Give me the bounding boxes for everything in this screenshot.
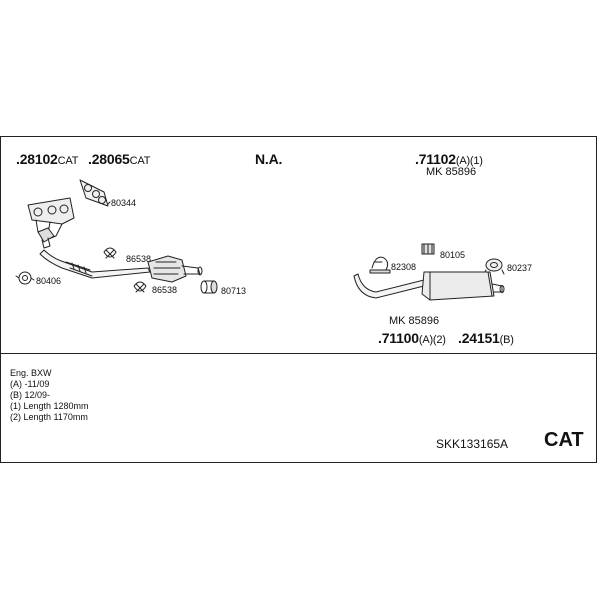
part-number-28065: .28065CAT bbox=[88, 151, 151, 167]
note-b: (B) 12/09- bbox=[10, 390, 51, 400]
mk-label-bottom: MK 85896 bbox=[389, 315, 440, 327]
kit-code: SKK133165A bbox=[436, 437, 509, 451]
engine-note: Eng. BXW bbox=[10, 368, 52, 378]
part-number-71102: .71102(A)(1) bbox=[415, 151, 483, 167]
clamp-lower-icon bbox=[133, 281, 147, 293]
cat-badge: CAT bbox=[544, 429, 584, 451]
clamp-upper-icon bbox=[103, 247, 117, 259]
callout-86538-lower: 86538 bbox=[152, 285, 178, 295]
part-number-71100: .71100(A)(2) bbox=[378, 330, 446, 346]
callout-82308: 82308 bbox=[391, 262, 417, 272]
exhaust-manifold-icon bbox=[27, 197, 75, 249]
note-length-2: (2) Length 1170mm bbox=[10, 412, 88, 422]
callout-86538-upper: 86538 bbox=[126, 254, 152, 264]
callout-80406: 80406 bbox=[36, 276, 62, 286]
callout-80237: 80237 bbox=[507, 263, 533, 273]
u-clamp-icon bbox=[369, 256, 391, 274]
part-number-24151: .24151(B) bbox=[458, 330, 514, 346]
rubber-mount-icon bbox=[200, 280, 218, 294]
callout-80344: 80344 bbox=[111, 198, 137, 208]
hanger-mount-icon bbox=[421, 243, 435, 255]
section-divider bbox=[0, 353, 597, 354]
note-length-1: (1) Length 1280mm bbox=[10, 401, 89, 411]
part-number-na: N.A. bbox=[255, 151, 283, 167]
front-pipe-icon bbox=[39, 249, 151, 279]
mk-label-top: MK 85896 bbox=[426, 166, 477, 178]
callout-80105: 80105 bbox=[440, 250, 466, 260]
catalytic-converter-icon bbox=[147, 255, 203, 283]
callout-80713: 80713 bbox=[221, 286, 247, 296]
note-a: (A) -11/09 bbox=[10, 379, 50, 389]
part-number-28102: .28102CAT bbox=[16, 151, 79, 167]
manifold-gasket-icon bbox=[79, 179, 111, 207]
flange-gasket-icon bbox=[15, 271, 35, 285]
rear-silencer-icon bbox=[353, 271, 505, 301]
diagram-frame bbox=[0, 136, 597, 463]
